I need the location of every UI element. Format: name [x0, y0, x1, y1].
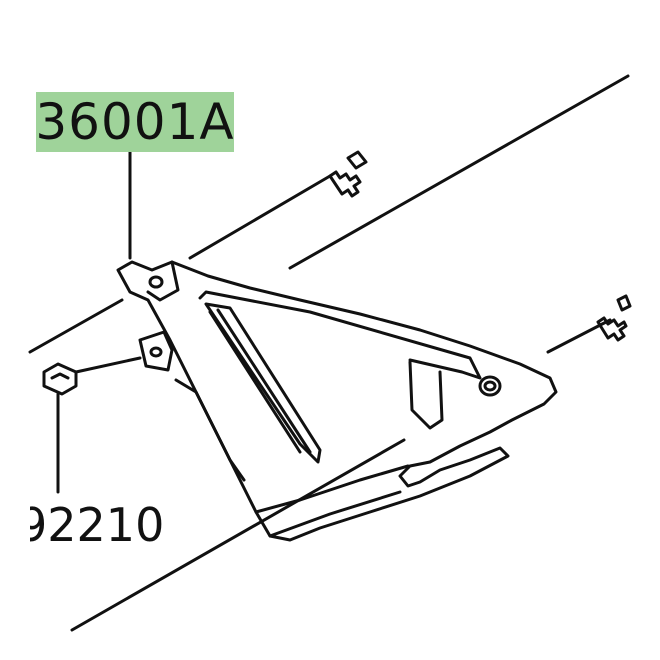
clip-nut — [42, 356, 142, 494]
bolt-top — [188, 150, 368, 260]
label-crop-mask — [0, 490, 30, 560]
frame-line-lower — [70, 438, 406, 632]
side-cover-panel — [116, 260, 558, 542]
frame-line-upper — [288, 74, 630, 270]
part-number-secondary: 92210 — [18, 498, 165, 552]
callout-primary: 36001A — [35, 92, 235, 152]
frame-line-middle-left — [28, 298, 124, 354]
bolt-right — [596, 294, 632, 342]
part-number-primary: 36001A — [35, 93, 235, 151]
